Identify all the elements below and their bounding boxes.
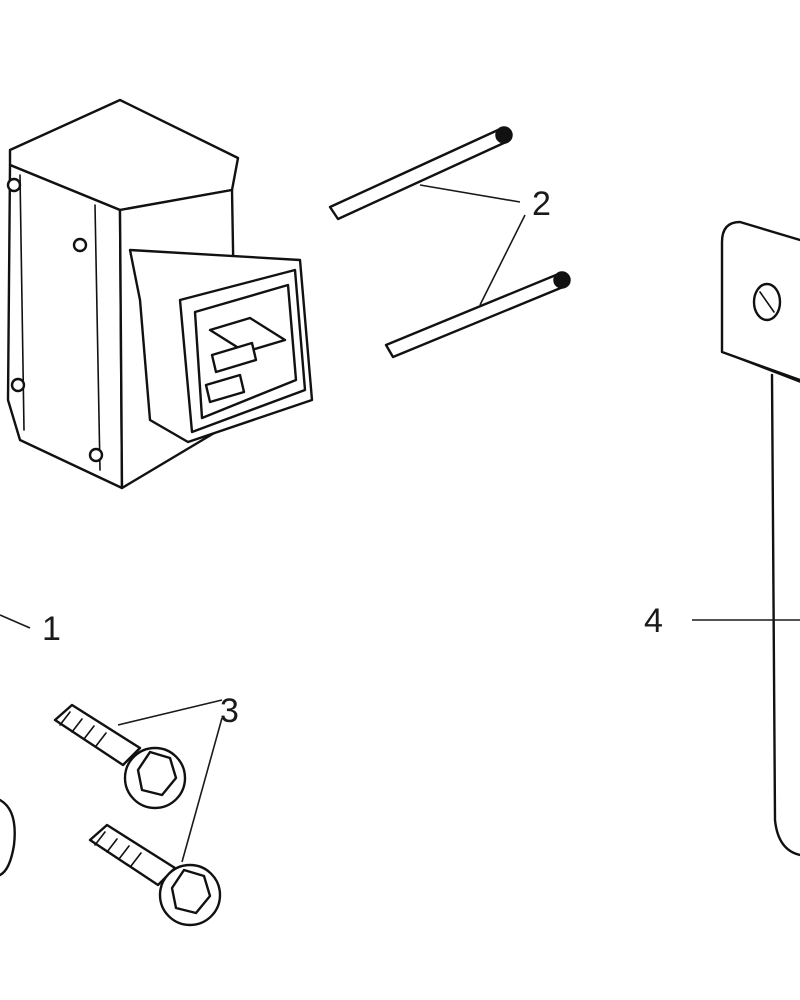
mounting-bracket (720, 220, 800, 857)
leader-line-1 (0, 614, 31, 629)
callout-1: 1 (42, 610, 61, 648)
leader-line-2 (419, 184, 526, 306)
callout-4: 4 (644, 602, 663, 640)
callout-2: 2 (532, 185, 551, 223)
pins (328, 126, 571, 359)
leader-line-3 (117, 699, 223, 863)
relay-module (6, 98, 314, 490)
flange-bolts (0, 703, 222, 927)
callout-3: 3 (220, 692, 239, 730)
